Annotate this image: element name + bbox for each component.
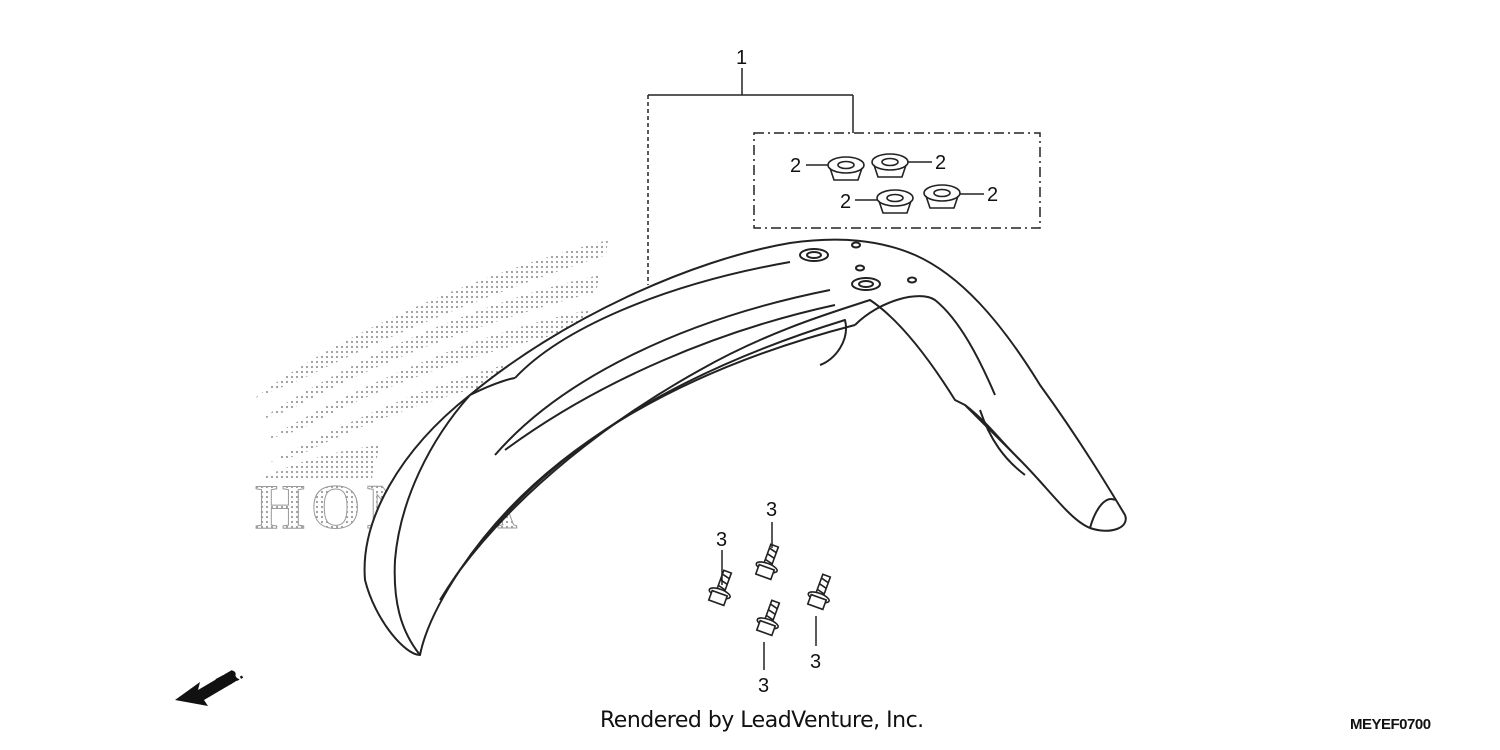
callout-3: 3 [810, 651, 821, 673]
callout-3: 3 [758, 675, 769, 697]
callout-3: 3 [716, 529, 727, 551]
grommet-part [827, 153, 961, 214]
bolt-part [707, 543, 832, 637]
bolt-leaders [721, 522, 817, 670]
callout-2: 2 [840, 191, 851, 213]
front-fender-part [363, 238, 1127, 656]
assembly-leader [647, 68, 854, 285]
grommet-leaders [806, 161, 984, 201]
front-arrow-icon [175, 670, 238, 706]
callout-3: 3 [766, 499, 777, 521]
grommet-kit-box [753, 132, 1041, 229]
diagram-code: MEYEF0700 [1350, 716, 1431, 733]
callout-2: 2 [790, 155, 801, 177]
callout-1: 1 [736, 47, 747, 69]
render-credit: Rendered by LeadVenture, Inc. [600, 708, 924, 733]
callout-2: 2 [935, 152, 946, 174]
callout-2: 2 [987, 184, 998, 206]
